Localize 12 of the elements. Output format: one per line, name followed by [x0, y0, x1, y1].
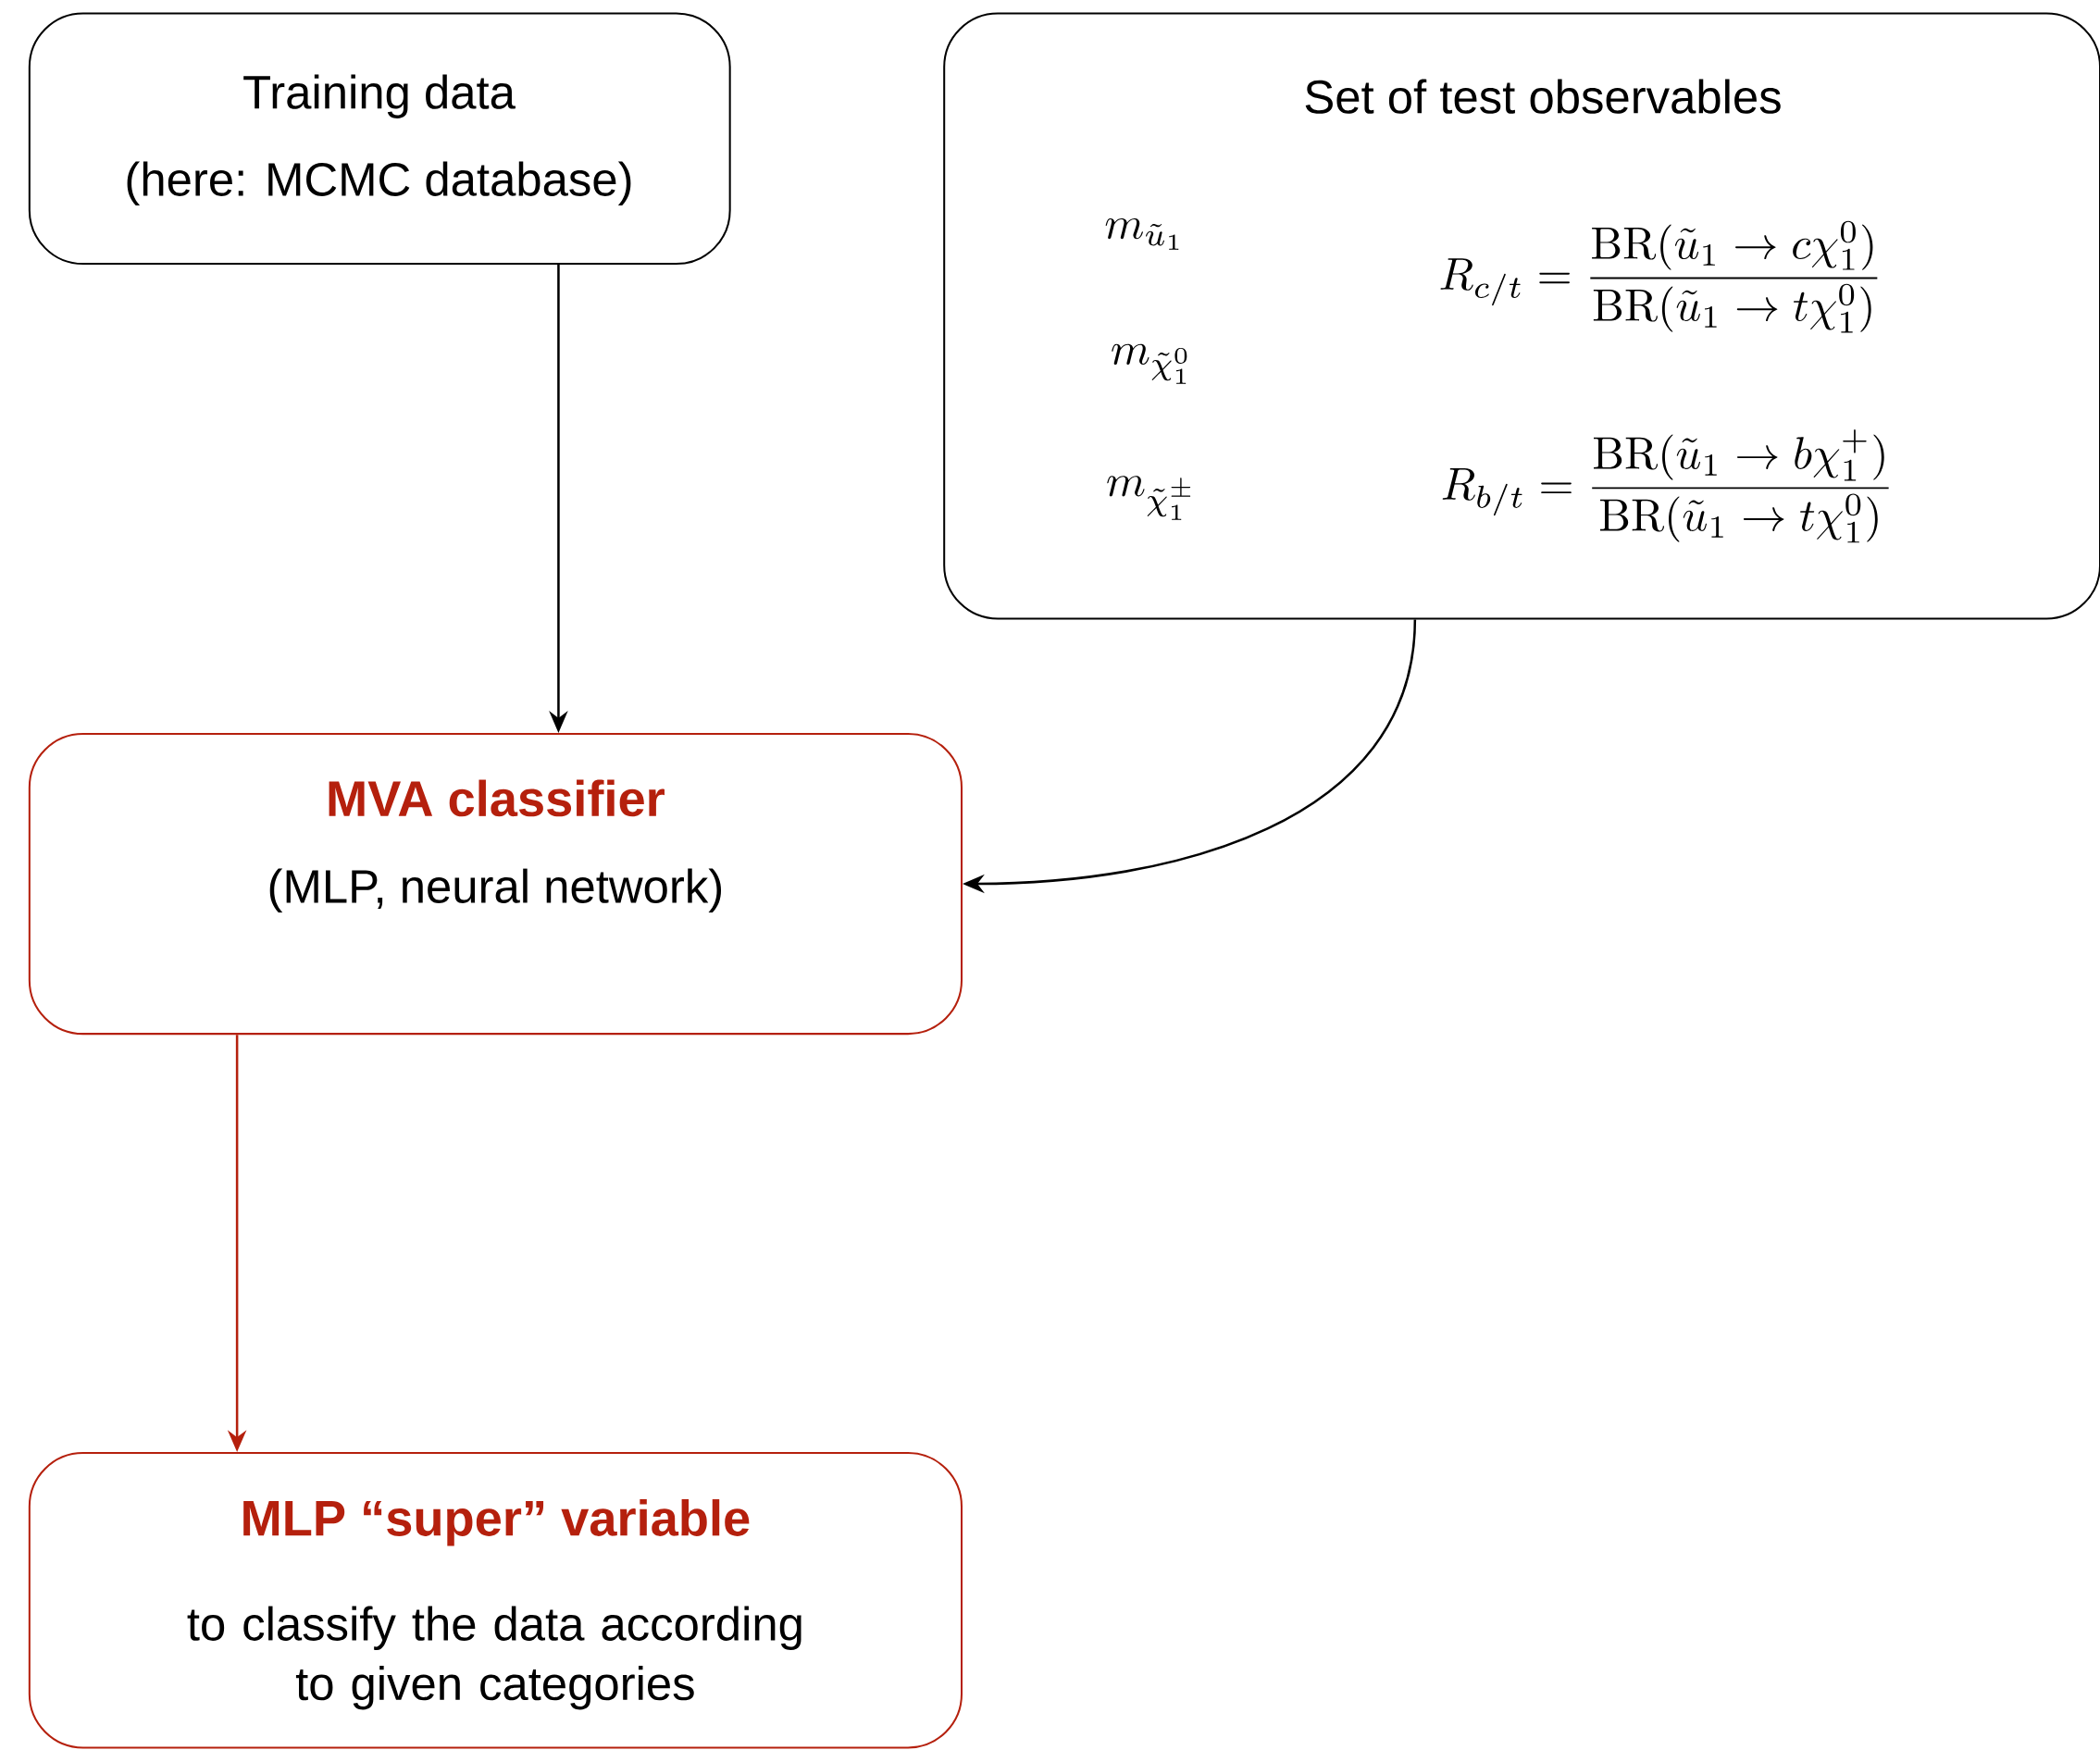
formula: $m_{\tilde{\chi}^0_1}$	[1112, 343, 1187, 384]
formula: $R_{c/t}=\frac{\mathrm{BR}(\tilde{u}_1\to c\chi^0_1)}{\mathrm{BR}(\tilde{u}_1\to t\chi^0_1)}$	[1440, 220, 1878, 333]
formula: $R_{b/t}=\frac{\mathrm{BR}(\tilde{u}_1\to b\chi^+_1)}{\mathrm{BR}(\tilde{u}_1\to t\chi^0_1)}$	[1442, 428, 1889, 543]
box-text: Training data	[243, 74, 516, 118]
box-text: to classify the data according to given categories	[187, 1606, 801, 1710]
box-text: (MLP, neural network)	[269, 868, 721, 912]
box-text: (here: MCMC database)	[127, 161, 631, 205]
box-heading: MLP “super” variable	[243, 1498, 750, 1546]
formula: $m_{\tilde{\chi}^\pm_1}$	[1107, 476, 1191, 520]
box-heading: MVA classifier	[329, 779, 665, 817]
box-text: Set of test observables	[1305, 79, 1781, 114]
formula: $m_{\tilde{u}_1}$	[1105, 217, 1179, 250]
